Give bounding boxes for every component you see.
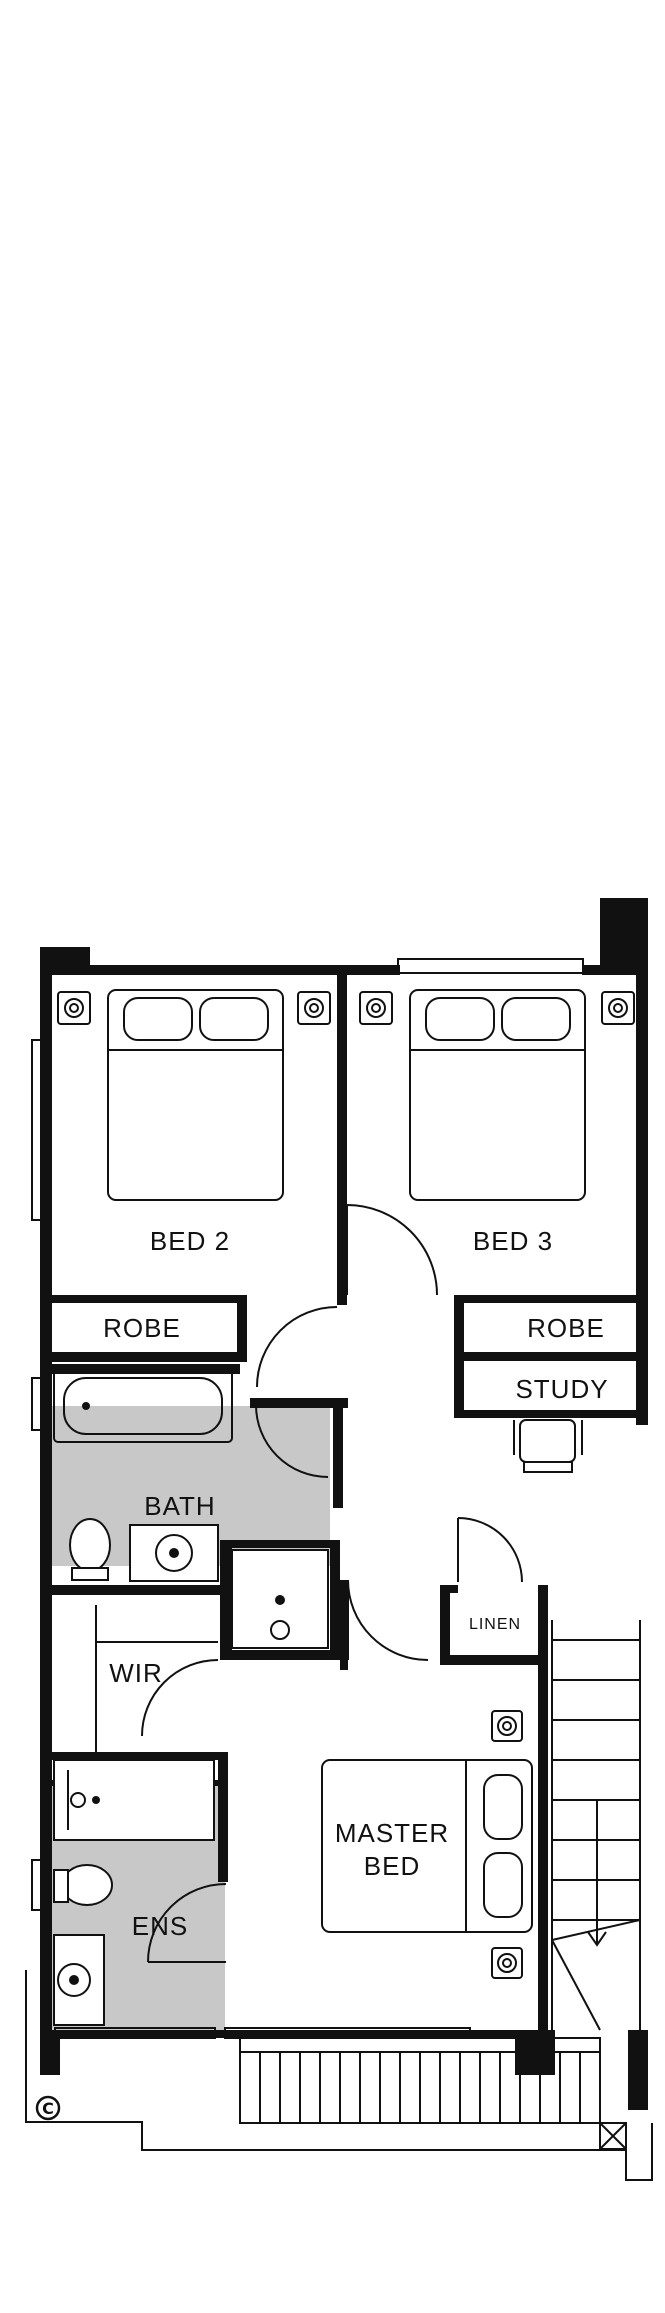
wall-shower-left [220, 1540, 230, 1660]
room-labels: BED 2 BED 3 ROBE ROBE STUDY BATH LINEN W… [103, 1226, 608, 1941]
wall-master-right [538, 1700, 548, 2040]
label-bed2: BED 2 [150, 1226, 230, 1256]
ens-toilet [61, 1864, 113, 1906]
wall-robe-right-bottom [454, 1352, 648, 1360]
label-master-line1: MASTER [335, 1818, 449, 1848]
door-master [347, 1579, 429, 1661]
label-linen: LINEN [469, 1616, 521, 1633]
wall-linen-top [440, 1585, 458, 1593]
wall-robe-left-bottom [40, 1352, 245, 1362]
label-ens: ENS [132, 1911, 188, 1941]
wall-linen-left [440, 1585, 450, 1665]
wall-wir-top [40, 1595, 52, 1605]
window-bath [31, 1377, 45, 1431]
bedside-table [57, 991, 91, 1025]
bedside-table [601, 991, 635, 1025]
label-robe-right: ROBE [527, 1313, 605, 1343]
door-ens [147, 1883, 227, 1963]
label-bed3: BED 3 [473, 1226, 553, 1256]
study-chair [519, 1419, 576, 1463]
wall-robe-left-side [237, 1295, 247, 1362]
master-bed [321, 1759, 533, 1933]
wall-linen-right [538, 1585, 548, 1705]
copyright-icon: C [35, 2095, 61, 2121]
wall-bottom [40, 2030, 235, 2038]
wall-study-bottom [454, 1410, 648, 1418]
bedside-table [491, 1947, 523, 1979]
copyright-letter: C [42, 2099, 54, 2118]
label-wir: WIR [109, 1658, 163, 1688]
bathtub [53, 1369, 233, 1443]
wall-hall-left [340, 1580, 348, 1670]
wall-ens-top [40, 1752, 225, 1760]
wall-shower-bottom [220, 1650, 340, 1660]
wall-top-bed3 [340, 965, 400, 975]
bed3-bed [409, 989, 586, 1201]
wall-top-bed3-right [582, 965, 648, 975]
bed2-bed [107, 989, 284, 1201]
wall-shower-top [220, 1540, 340, 1548]
wall-bottom-left [40, 2030, 60, 2075]
door-wir [141, 1659, 219, 1737]
wall-bed2-bed3 [337, 965, 347, 1305]
bedside-table [297, 991, 331, 1025]
lines [25, 958, 653, 2181]
door-bed3 [346, 1204, 438, 1296]
wall-left [40, 965, 52, 2045]
wall-linen-bottom [440, 1655, 548, 1665]
wall-ens-right [218, 1752, 228, 1882]
label-robe-left: ROBE [103, 1313, 181, 1343]
wall-shower-right [330, 1540, 340, 1660]
bottom-right-box [599, 2122, 627, 2150]
window-ens [31, 1859, 45, 1911]
door-bed2 [256, 1306, 338, 1388]
site-boundary [25, 1970, 653, 2181]
bedside-table [359, 991, 393, 1025]
wall-bath-bottom [40, 1585, 220, 1595]
label-master-line2: BED [364, 1851, 420, 1881]
wall-bottom-mid [225, 2030, 555, 2038]
wall-corner-topright [600, 898, 648, 973]
wall-bath-right [333, 1398, 343, 1508]
window-bed3 [397, 958, 584, 974]
label-study: STUDY [515, 1374, 608, 1404]
door-linen [457, 1517, 523, 1583]
toilet [69, 1518, 111, 1572]
wall-bottom-far-right [628, 2030, 648, 2110]
staircase [551, 1620, 641, 2031]
window-bed2 [31, 1039, 45, 1221]
label-bath: BATH [144, 1491, 215, 1521]
bedside-table [491, 1710, 523, 1742]
wall-right-upper [636, 965, 648, 1425]
fixtures [53, 989, 635, 2026]
wall-bath-top-right [250, 1398, 348, 1408]
door-bath [255, 1404, 329, 1478]
wall-top-bed2 [40, 965, 340, 975]
